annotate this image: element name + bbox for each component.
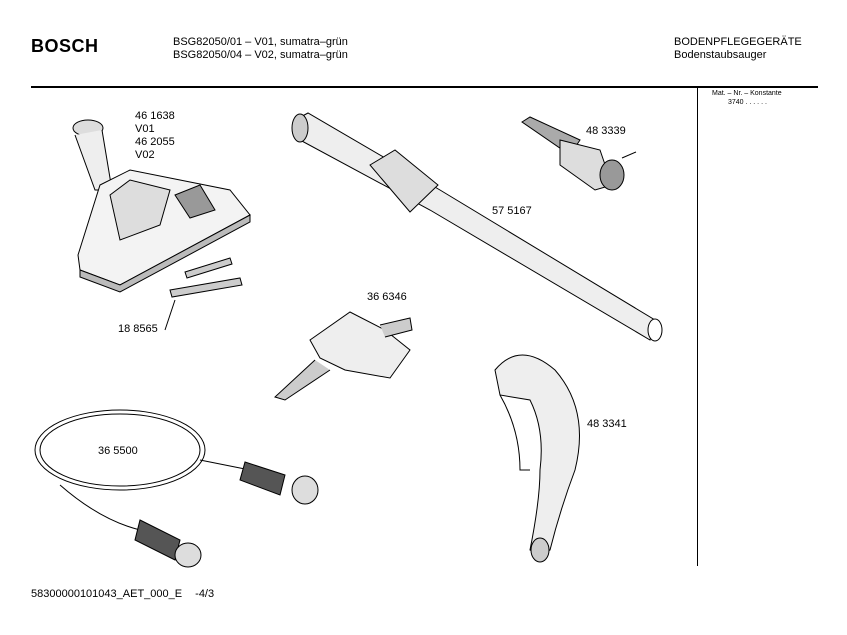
material-note-value: 3740 . . . . . . [728,99,767,106]
part-number-483339: 48 3339 [586,125,626,137]
handle-drawing [494,354,580,563]
tube-drawing [291,112,663,342]
upholstery-nozzle-drawing [274,311,413,401]
part-number-366346: 36 6346 [367,291,407,303]
part-number-575167: 57 5167 [492,205,532,217]
crevice-nozzle-drawing [521,116,637,191]
variant-label: V02 [135,149,155,161]
part-number-483341: 48 3341 [587,418,627,430]
category-block: BODENPFLEGEGERÄTE Bodenstaubsauger [674,36,802,62]
part-number: 46 2055 [135,136,175,148]
material-note-title: Mat. – Nr. – Konstante [712,90,782,97]
part-number: 46 1638 [135,110,175,122]
header-divider [31,86,818,88]
strip-set-drawing [164,257,243,331]
part-number-188565: 18 8565 [118,323,158,335]
floor-nozzle-drawing [72,119,251,293]
document-id: 58300000101043_AET_000_E [31,588,183,600]
side-divider [697,88,698,566]
variant-label: V01 [135,123,155,135]
model-list: BSG82050/01 – V01, sumatra–grün BSG82050… [173,36,348,62]
bosch-logo: BOSCH [31,36,99,56]
page-number: -4/3 [195,588,215,600]
category: BODENPFLEGEGERÄTE [674,36,802,48]
model-v02: BSG82050/04 – V02, sumatra–grün [173,49,348,61]
nozzle-part-numbers: 46 1638 V01 46 2055 V02 [135,110,175,162]
hose-drawing [34,409,319,568]
model-v01: BSG82050/01 – V01, sumatra–grün [173,36,348,48]
subcategory: Bodenstaubsauger [674,49,767,61]
part-number-365500: 36 5500 [98,445,138,457]
footer: 58300000101043_AET_000_E -4/3 [31,588,214,601]
material-note: Mat. – Nr. – Konstante 3740 . . . . . . [712,89,782,107]
